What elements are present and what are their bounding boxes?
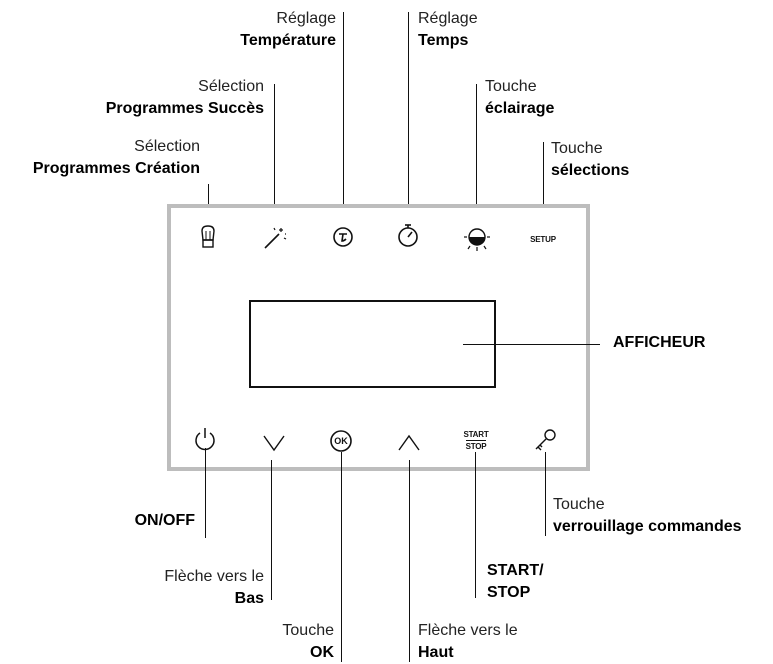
label-line1: Touche — [551, 140, 603, 157]
start-text: START — [463, 429, 489, 439]
arrow-up-icon[interactable] — [394, 428, 424, 458]
label-line1: Réglage — [418, 10, 478, 27]
label-programmes-succes: Sélection Programmes Succès — [106, 76, 264, 120]
label-line1: Sélection — [134, 138, 200, 155]
label-touche-ok: Touche OK — [282, 620, 334, 664]
label-line2: verrouillage commandes — [553, 518, 742, 535]
label-on-off: ON/OFF — [135, 510, 195, 532]
ok-button-label: OK — [334, 436, 348, 446]
leader-line-ok — [341, 452, 342, 662]
key-icon[interactable] — [530, 425, 560, 455]
label-line2: AFFICHEUR — [613, 334, 706, 351]
leader-line-succes — [274, 84, 275, 214]
stop-text: STOP — [465, 441, 487, 451]
label-touche-eclairage: Touche éclairage — [485, 76, 554, 120]
label-line1: Réglage — [276, 10, 336, 27]
label-line1: Touche — [282, 622, 334, 639]
label-line1: Flèche vers le — [418, 622, 518, 639]
display-screen — [249, 300, 496, 388]
label-line2: Haut — [418, 644, 454, 661]
label-start-stop: START/ STOP — [487, 560, 544, 604]
leader-line-creation — [208, 184, 209, 212]
temperature-icon[interactable] — [328, 222, 358, 252]
leader-line-startstop — [475, 452, 476, 598]
label-line2: Bas — [234, 590, 264, 607]
label-line2: ON/OFF — [134, 512, 195, 529]
label-line2: sélections — [551, 162, 630, 179]
label-programmes-creation: Sélection Programmes Création — [33, 136, 200, 180]
label-fleche-bas: Flèche vers le Bas — [164, 566, 264, 610]
magic-wand-icon[interactable] — [260, 223, 290, 253]
label-line2: Température — [240, 32, 336, 49]
label-touche-selections: Touche sélections — [551, 138, 629, 182]
chef-hat-icon[interactable] — [193, 222, 223, 252]
leader-line-temps — [408, 12, 409, 224]
label-line2: éclairage — [485, 100, 555, 117]
label-verrouillage-commandes: Touche verrouillage commandes — [553, 494, 742, 538]
label-reglage-temperature: Réglage Température — [240, 8, 336, 52]
label-line1: Flèche vers le — [164, 568, 264, 585]
start-stop-divider — [466, 439, 486, 441]
label-line2: Programmes Succès — [105, 100, 264, 117]
label-line1: Touche — [485, 78, 537, 95]
setup-button[interactable]: SETUP — [530, 234, 556, 244]
timer-icon[interactable] — [393, 220, 423, 250]
label-afficheur: AFFICHEUR — [613, 332, 705, 354]
label-line1: Touche — [553, 496, 605, 513]
leader-line-onoff — [205, 448, 206, 538]
label-fleche-haut: Flèche vers le Haut — [418, 620, 518, 664]
label-line2: OK — [310, 644, 334, 661]
label-line2: Temps — [418, 32, 469, 49]
label-line1: START/ — [487, 562, 544, 579]
leader-line-verrouillage — [545, 452, 546, 536]
ok-button[interactable]: OK — [326, 426, 356, 456]
label-line2: Programmes Création — [32, 160, 200, 177]
label-reglage-temps: Réglage Temps — [418, 8, 478, 52]
leader-line-temperature — [343, 12, 344, 224]
leader-line-fleche-haut — [409, 460, 410, 662]
arrow-down-icon[interactable] — [259, 428, 289, 458]
leader-line-afficheur — [463, 344, 600, 345]
light-icon[interactable] — [462, 224, 492, 254]
leader-line-eclairage — [476, 84, 477, 224]
leader-line-fleche-bas — [271, 460, 272, 600]
label-line1: Sélection — [198, 78, 264, 95]
leader-line-selections — [543, 142, 544, 234]
label-line2: STOP — [487, 584, 531, 601]
start-stop-button[interactable]: START STOP — [460, 424, 492, 456]
